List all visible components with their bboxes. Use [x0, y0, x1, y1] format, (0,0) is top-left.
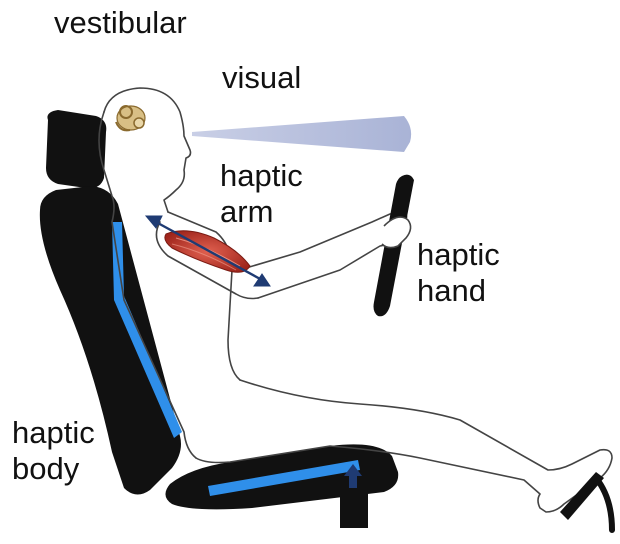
hand-outline	[382, 217, 411, 248]
haptic-body-label-line1: haptic	[12, 415, 95, 451]
haptic-arm-label: haptic arm	[220, 158, 303, 230]
pedal-plate	[560, 472, 604, 520]
haptic-hand-label-line2: hand	[417, 273, 500, 309]
haptic-arm-label-line2: arm	[220, 194, 303, 230]
haptic-body-label-line2: body	[12, 451, 95, 487]
vision-cone	[192, 116, 411, 152]
haptic-arm-label-line1: haptic	[220, 158, 303, 194]
haptic-body-label: haptic body	[12, 415, 95, 487]
vestibular-label: vestibular	[54, 5, 187, 41]
seat-post	[340, 488, 368, 528]
haptic-hand-label-line1: haptic	[417, 237, 500, 273]
pedal-arm	[596, 478, 612, 530]
visual-label: visual	[222, 60, 301, 96]
head-outline	[104, 88, 191, 212]
headrest	[46, 110, 106, 188]
inner-ear-icon	[116, 106, 145, 130]
haptic-hand-label: haptic hand	[417, 237, 500, 309]
